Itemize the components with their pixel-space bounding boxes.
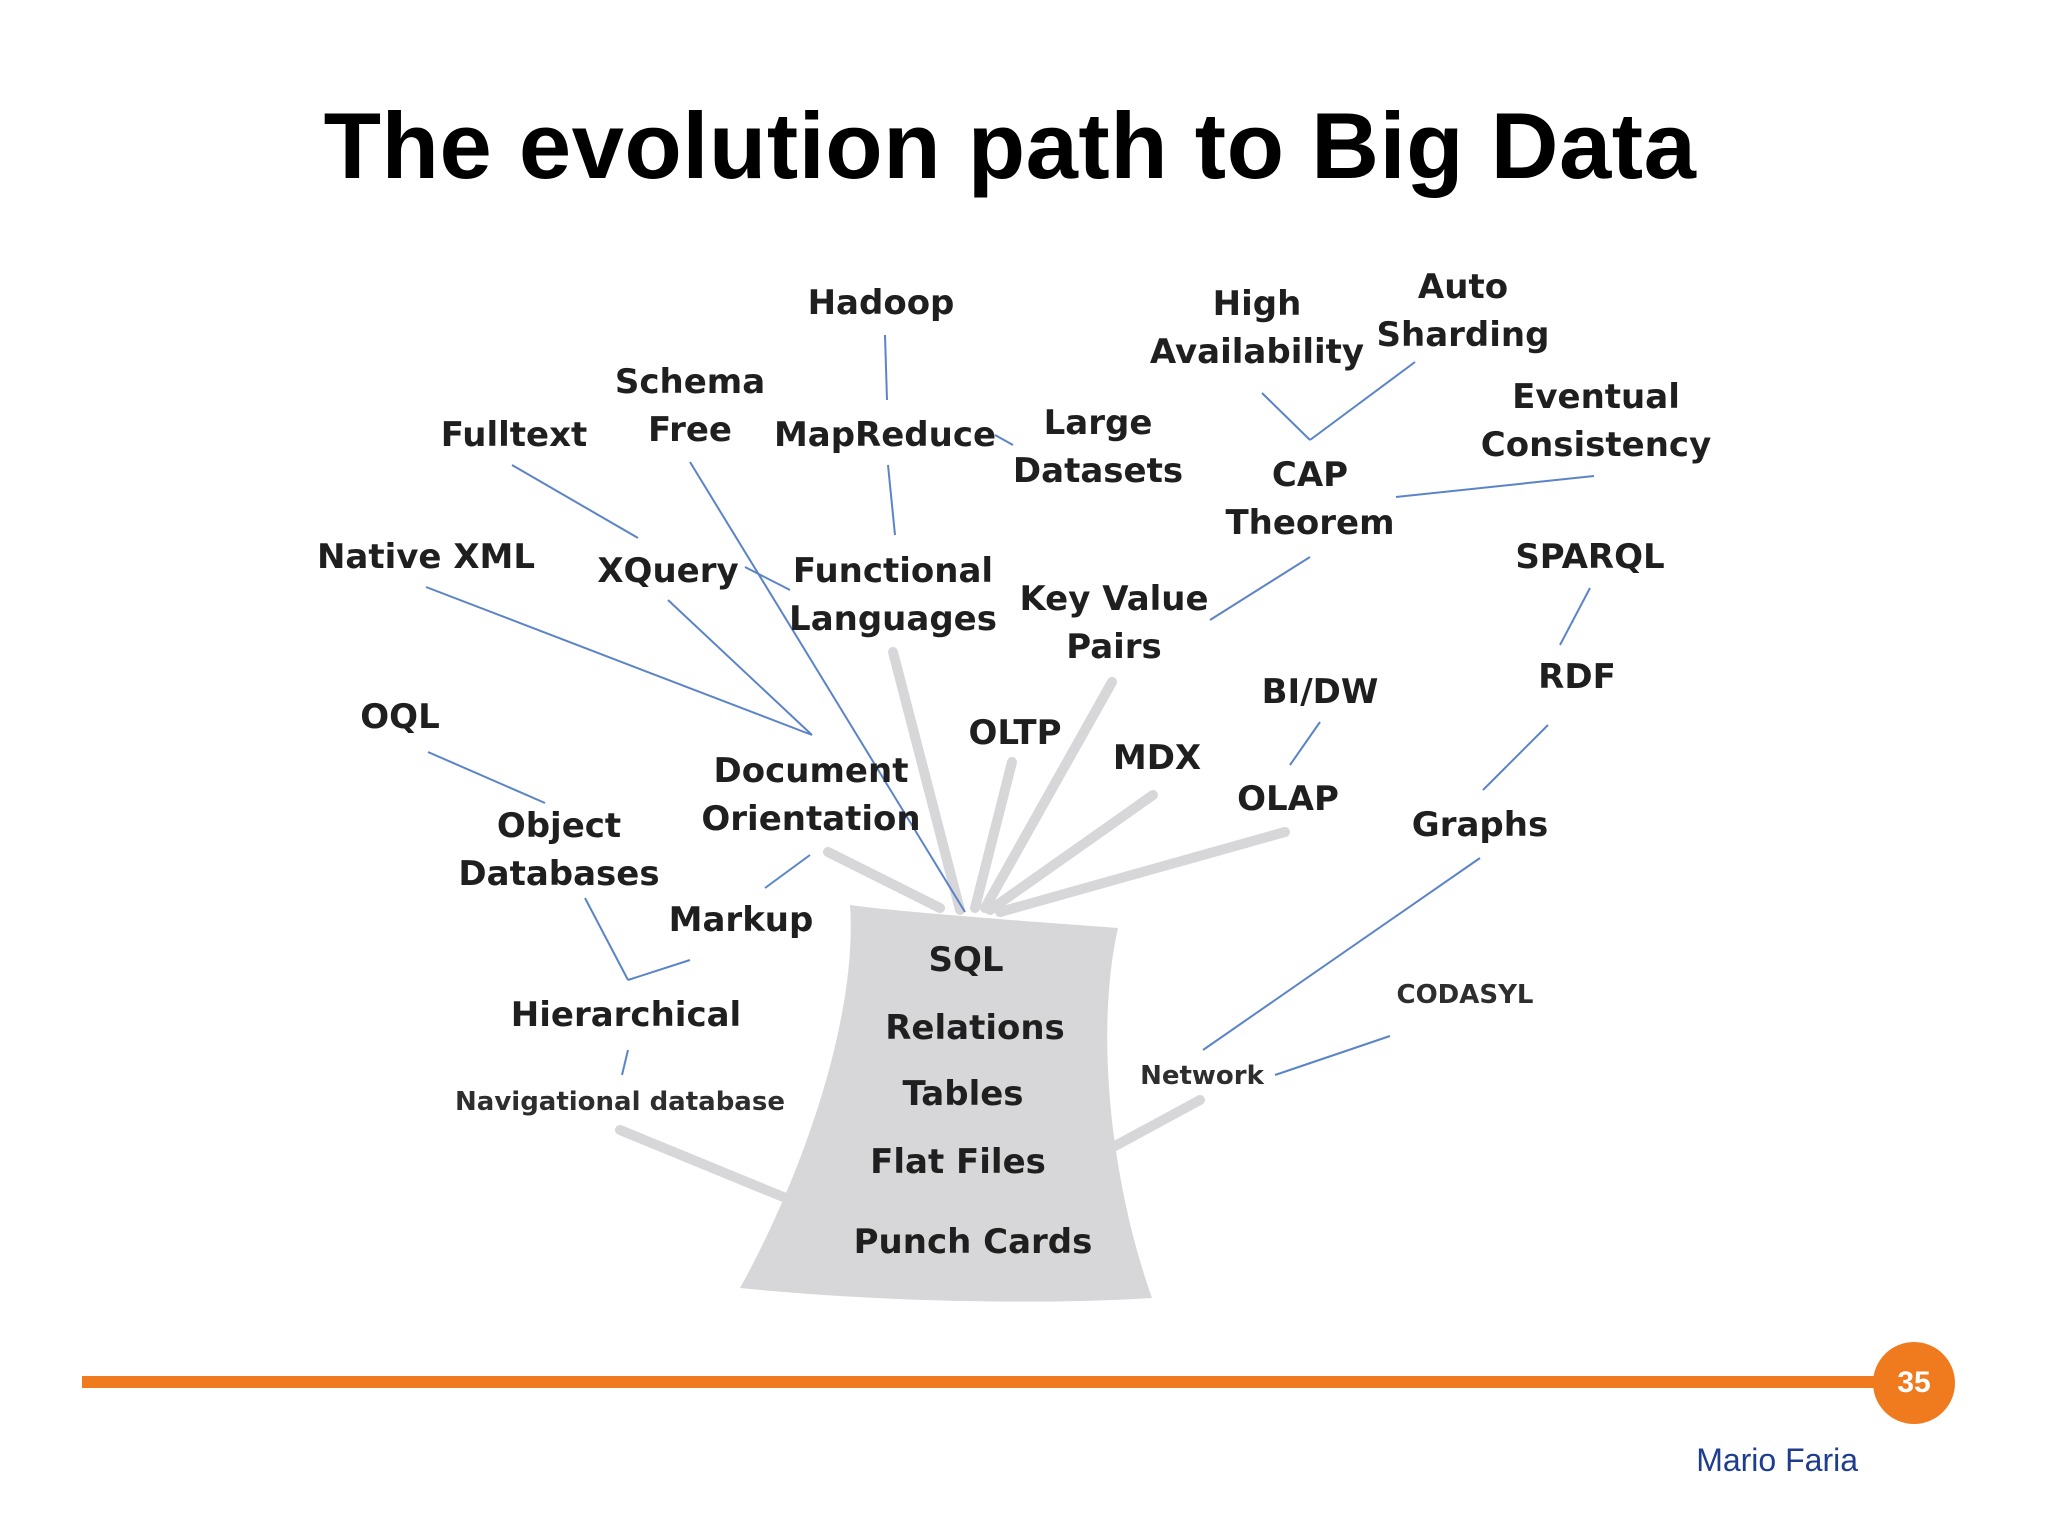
author-name: Mario Faria	[1696, 1442, 1858, 1478]
branch-functional-languages	[888, 647, 965, 915]
link-rdf-graphs	[1482, 724, 1549, 791]
node-network: Network	[1140, 1061, 1264, 1091]
node-eventual-consistency: Eventual Consistency	[1481, 373, 1711, 469]
tree-trunk	[740, 905, 1152, 1302]
node-fulltext: Fulltext	[440, 415, 588, 455]
link-schemafree-sql	[689, 461, 966, 913]
node-hadoop: Hadoop	[807, 283, 955, 323]
node-hierarchical: Hierarchical	[510, 995, 742, 1035]
thick-branches	[615, 647, 1290, 1215]
link-xquery-functional	[744, 566, 791, 591]
node-xquery: XQuery	[597, 551, 739, 591]
node-oltp: OLTP	[968, 713, 1062, 753]
node-navigational-database: Navigational database	[455, 1087, 785, 1117]
node-key-value-pairs-line-2: Pairs	[1066, 627, 1162, 667]
node-schema-free-line-1: Schema	[614, 362, 766, 402]
link-nativexml-document	[425, 586, 813, 736]
node-object-databases: Object Databases	[458, 802, 659, 898]
node-graphs: Graphs	[1411, 805, 1549, 845]
link-hadoop-mapreduce	[884, 334, 888, 401]
page-number-badge: 35	[1873, 1342, 1955, 1424]
branch-navigational	[615, 1125, 820, 1215]
trunk-label-flat-files: Flat Files	[870, 1142, 1046, 1182]
link-hierarchical-navigational	[621, 1049, 629, 1076]
node-eventual-consistency-line-1: Eventual	[1512, 377, 1680, 417]
node-document-orientation-line-2: Orientation	[701, 799, 921, 839]
branch-network	[1075, 1095, 1205, 1170]
node-schema-free: Schema Free	[615, 358, 765, 454]
trunk-label-sql: SQL	[928, 940, 1004, 980]
branch-oltp	[970, 757, 1017, 913]
node-functional-languages-line-2: Languages	[789, 599, 997, 639]
node-native-xml: Native XML	[316, 537, 536, 577]
link-document-markup	[764, 854, 811, 889]
node-object-databases-line-1: Object	[496, 806, 622, 846]
link-graphs-network	[1202, 857, 1481, 1051]
link-cap-keyvalue	[1209, 556, 1311, 621]
link-sparql-rdf	[1559, 587, 1591, 646]
node-key-value-pairs: Key Value Pairs	[1019, 575, 1208, 671]
node-codasyl: CODASYL	[1396, 980, 1534, 1010]
node-cap-theorem-line-2: Theorem	[1225, 503, 1395, 543]
node-mapreduce: MapReduce	[773, 415, 997, 455]
node-key-value-pairs-line-1: Key Value	[1019, 579, 1209, 619]
slide-title: The evolution path to Big Data	[323, 93, 1697, 198]
node-large-datasets-line-2: Datasets	[1012, 451, 1184, 491]
trunk-label-punch-cards: Punch Cards	[853, 1222, 1093, 1262]
node-object-databases-line-2: Databases	[458, 854, 660, 894]
node-large-datasets-line-1: Large	[1043, 403, 1153, 443]
node-high-availability: High Availability	[1150, 280, 1364, 376]
node-cap-theorem: CAP Theorem	[1225, 451, 1394, 547]
trunk-label-tables: Tables	[902, 1074, 1024, 1114]
footer-accent-bar	[82, 1376, 1882, 1388]
node-functional-languages-line-1: Functional	[792, 551, 994, 591]
node-document-orientation: Document Orientation	[701, 747, 920, 843]
link-bidw-olap	[1289, 721, 1321, 766]
node-rdf: RDF	[1538, 657, 1616, 697]
branch-olap	[995, 827, 1290, 917]
node-auto-sharding-line-2: Sharding	[1376, 315, 1550, 355]
node-sparql: SPARQL	[1515, 537, 1665, 577]
link-mapreduce-functional	[887, 464, 896, 536]
node-bi-dw: BI/DW	[1261, 672, 1379, 712]
node-auto-sharding-line-1: Auto	[1417, 267, 1509, 307]
link-xquery-document	[667, 599, 813, 736]
node-schema-free-line-2: Free	[648, 410, 732, 450]
branch-key-value-pairs	[980, 677, 1117, 913]
branch-document-orientation	[823, 847, 945, 913]
link-ha-cap	[1261, 392, 1311, 441]
node-auto-sharding: Auto Sharding	[1377, 263, 1550, 359]
node-mdx: MDX	[1112, 738, 1202, 778]
node-large-datasets: Large Datasets	[1013, 399, 1183, 495]
node-cap-theorem-line-1: CAP	[1271, 455, 1349, 495]
branch-mdx	[985, 790, 1158, 915]
link-sharding-cap	[1309, 361, 1416, 441]
node-olap: OLAP	[1237, 779, 1339, 819]
link-eventual-cap	[1395, 475, 1595, 498]
node-functional-languages: Functional Languages	[789, 547, 997, 643]
node-high-availability-line-1: High	[1212, 284, 1302, 324]
node-oql: OQL	[360, 697, 440, 737]
node-eventual-consistency-line-2: Consistency	[1480, 425, 1712, 465]
link-oql-object	[427, 751, 546, 804]
node-high-availability-line-2: Availability	[1149, 332, 1365, 372]
link-object-hierarchical	[584, 897, 629, 981]
thin-connectors	[425, 334, 1595, 1076]
trunk-label-relations: Relations	[885, 1008, 1065, 1048]
link-markup-hierarchical	[627, 959, 691, 981]
node-markup: Markup	[668, 900, 814, 940]
node-document-orientation-line-1: Document	[713, 751, 909, 791]
link-codasyl-network	[1274, 1035, 1391, 1076]
link-fulltext-xquery	[511, 464, 639, 539]
